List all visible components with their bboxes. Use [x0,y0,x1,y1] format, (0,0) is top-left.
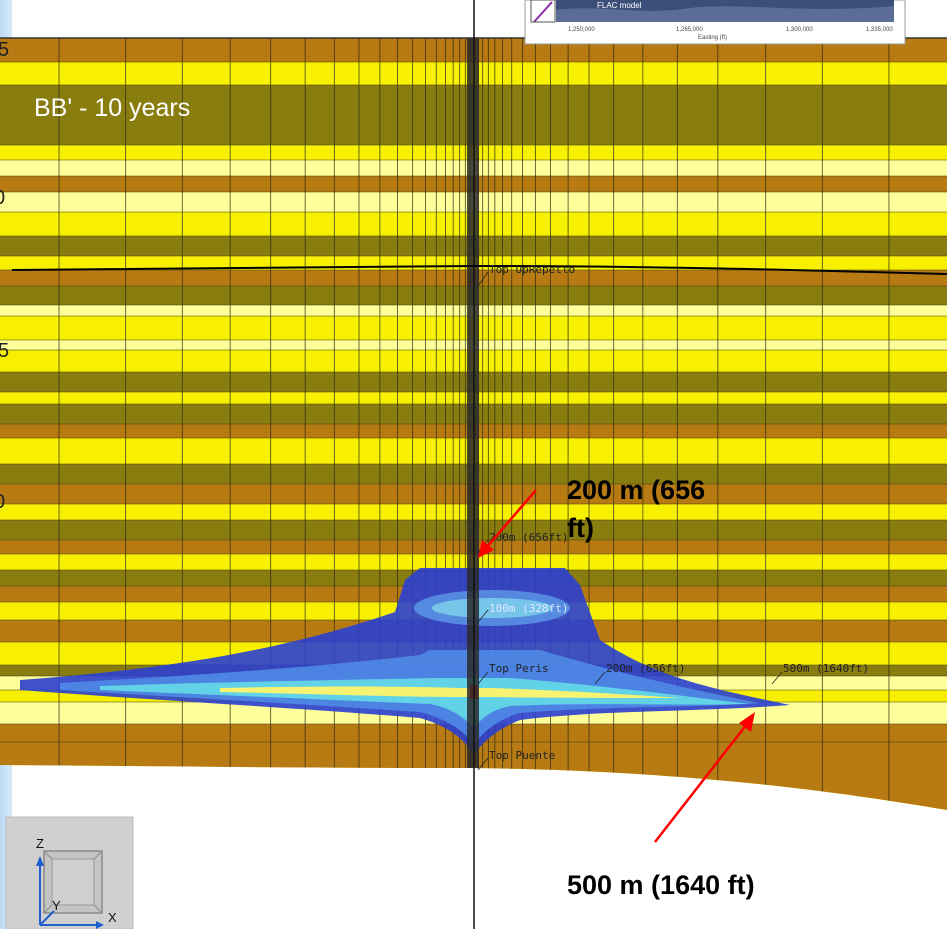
inset-tick-4: 1,335,000 [866,27,893,33]
horizon-label-up-repetto: Top UpRepetto [489,263,575,276]
edge-tick-2: 0 [0,187,5,209]
contour-labels: 200m (656ft) 100m (328ft) 200m (656ft) 5… [477,531,869,685]
callout-500: 500 m (1640 ft) [567,870,755,900]
horizon-label-top-puente: Top Puente [489,749,555,762]
callout-200-line1: 200 m (656 [567,475,705,505]
axis-x-label: X [108,910,117,925]
contour-label-200-top: 200m (656ft) [489,531,568,544]
plume-hot [220,686,680,698]
inset-tick-1: 1,250,000 [568,27,595,33]
axes-triad: Z Y X [5,816,134,929]
axis-y-label: Y [52,898,61,913]
edge-tick-1: 5 [0,39,9,61]
y-axis-line [39,910,55,926]
inset-map: FLAC model 1,250,000 1,265,000 1,300,000… [524,0,906,45]
inset-map-label: FLAC model [597,1,642,10]
plume-upper-core [432,598,552,618]
callout-arrow-500 [654,712,755,843]
plume [20,568,790,755]
contour-label-500: 500m (1640ft) [783,662,869,675]
section-title: BB' - 10 years [34,94,190,122]
callout-200-line2: ft) [567,513,594,543]
contour-label-100: 100m (328ft) [489,602,568,615]
horizon-line-up-repetto [11,264,947,275]
edge-tick-4: 0 [0,491,5,513]
inset-tick-2: 1,265,000 [676,27,703,33]
inset-axis-label: Easting (ft) [698,35,727,41]
axis-z-label: Z [36,836,44,851]
edge-tick-3: 5 [0,340,9,362]
contour-label-200-right: 200m (656ft) [606,662,685,675]
horizon-labels: Top UpRepetto Top Peris Top Puente [477,263,575,771]
inset-tick-3: 1,300,000 [786,27,813,33]
callout-arrow-200 [478,489,537,558]
horizon-label-top-peris: Top Peris [489,662,549,675]
well-column [467,38,479,773]
